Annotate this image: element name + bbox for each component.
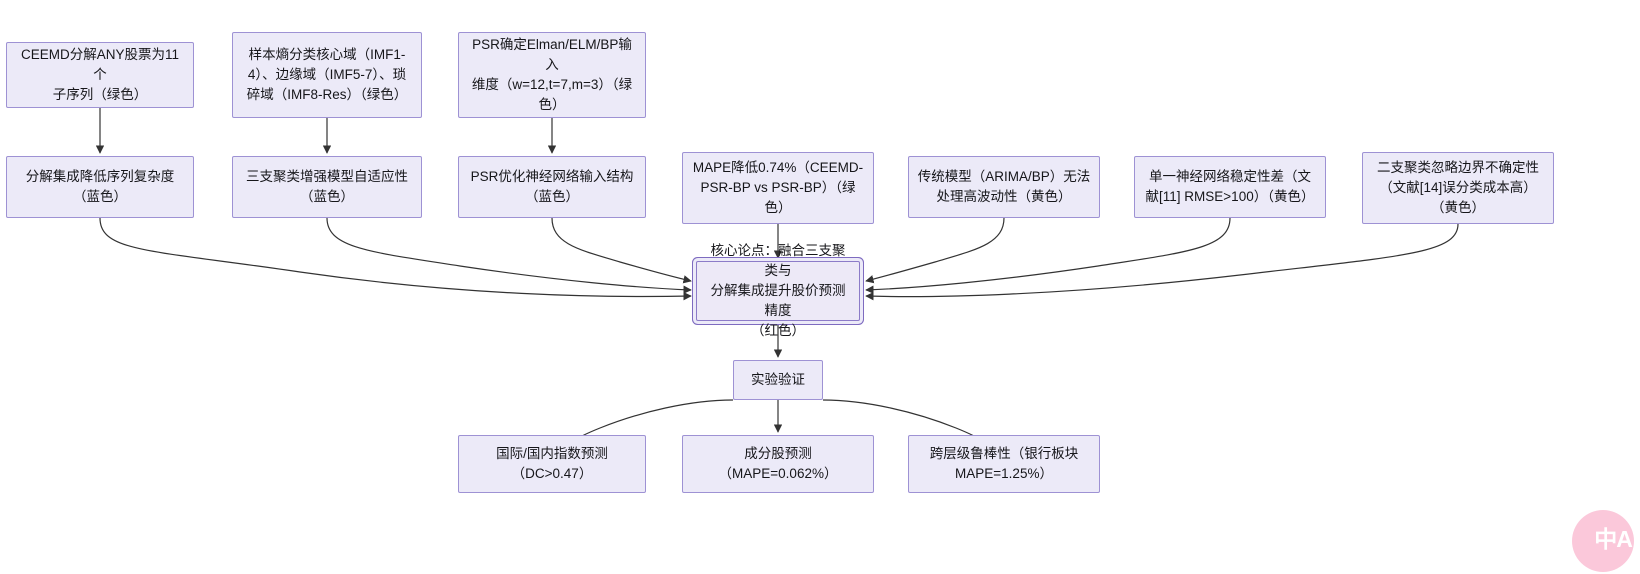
node-experiment-validation[interactable]: 实验验证 xyxy=(733,360,823,400)
node-label: 分解集成降低序列复杂度 （蓝色） xyxy=(25,169,175,204)
node-label: 传统模型（ARIMA/BP）无法 处理高波动性（黄色） xyxy=(917,169,1091,204)
node-result-cross-level-robustness[interactable]: 跨层级鲁棒性（银行板块 MAPE=1.25%） xyxy=(908,435,1100,493)
node-single-network-instability[interactable]: 单一神经网络稳定性差（文 献[11] RMSE>100）（黄色） xyxy=(1134,156,1326,218)
node-label: 二支聚类忽略边界不确定性 （文献[14]误分类成本高） （黄色） xyxy=(1377,160,1539,215)
node-label: 国际/国内指数预测 （DC>0.47） xyxy=(496,446,608,481)
edge-n9-core xyxy=(865,217,1231,294)
node-ceemd-decompose[interactable]: CEEMD分解ANY股票为11个 子序列（绿色） xyxy=(6,42,194,108)
node-label: 核心论点：融合三支聚类与 分解集成提升股价预测精度 （红色） xyxy=(710,243,846,338)
node-psr-optimize-network-input[interactable]: PSR优化神经网络输入结构 （蓝色） xyxy=(458,156,646,218)
node-label: 三支聚类增强模型自适应性 （蓝色） xyxy=(246,169,408,204)
node-label: 单一神经网络稳定性差（文 献[11] RMSE>100）（黄色） xyxy=(1145,169,1315,204)
node-mape-reduction[interactable]: MAPE降低0.74%（CEEMD- PSR-BP vs PSR-BP）（绿 色… xyxy=(682,152,874,224)
edge-n4-core xyxy=(99,217,692,301)
node-psr-input-dimension[interactable]: PSR确定Elman/ELM/BP输入 维度（w=12,t=7,m=3）（绿 色… xyxy=(458,32,646,118)
watermark-badge: 中A xyxy=(1572,510,1634,572)
node-label: 实验验证 xyxy=(751,372,805,387)
node-label: 样本熵分类核心域（IMF1- 4）、边缘域（IMF5-7）、琐 碎域（IMF8-… xyxy=(246,47,408,102)
node-label: MAPE降低0.74%（CEEMD- PSR-BP vs PSR-BP）（绿 色… xyxy=(692,160,864,215)
edge-n8-core xyxy=(865,217,1005,284)
edge-n6-core xyxy=(551,217,692,284)
node-label: CEEMD分解ANY股票为11个 子序列（绿色） xyxy=(20,47,180,102)
node-label: PSR确定Elman/ELM/BP输入 维度（w=12,t=7,m=3）（绿 色… xyxy=(471,37,633,112)
node-label: 跨层级鲁棒性（银行板块 MAPE=1.25%） xyxy=(929,446,1079,481)
node-three-way-clustering-adaptivity[interactable]: 三支聚类增强模型自适应性 （蓝色） xyxy=(232,156,422,218)
node-label: PSR优化神经网络输入结构 （蓝色） xyxy=(470,169,634,204)
node-two-way-clustering-limitation[interactable]: 二支聚类忽略边界不确定性 （文献[14]误分类成本高） （黄色） xyxy=(1362,152,1554,224)
watermark-text: 中A xyxy=(1594,526,1633,552)
node-core-thesis[interactable]: 核心论点：融合三支聚类与 分解集成提升股价预测精度 （红色） xyxy=(696,243,860,338)
node-traditional-model-limitation[interactable]: 传统模型（ARIMA/BP）无法 处理高波动性（黄色） xyxy=(908,156,1100,218)
node-sample-entropy-classify[interactable]: 样本熵分类核心域（IMF1- 4）、边缘域（IMF5-7）、琐 碎域（IMF8-… xyxy=(232,32,422,118)
edge-n10-core xyxy=(865,223,1459,301)
node-decompose-reduce-complexity[interactable]: 分解集成降低序列复杂度 （蓝色） xyxy=(6,156,194,218)
edge-n5-core xyxy=(326,217,692,294)
node-result-index-forecast[interactable]: 国际/国内指数预测 （DC>0.47） xyxy=(458,435,646,493)
node-label: 成分股预测 （MAPE=0.062%） xyxy=(718,446,838,481)
node-result-constituent-stock-forecast[interactable]: 成分股预测 （MAPE=0.062%） xyxy=(682,435,874,493)
